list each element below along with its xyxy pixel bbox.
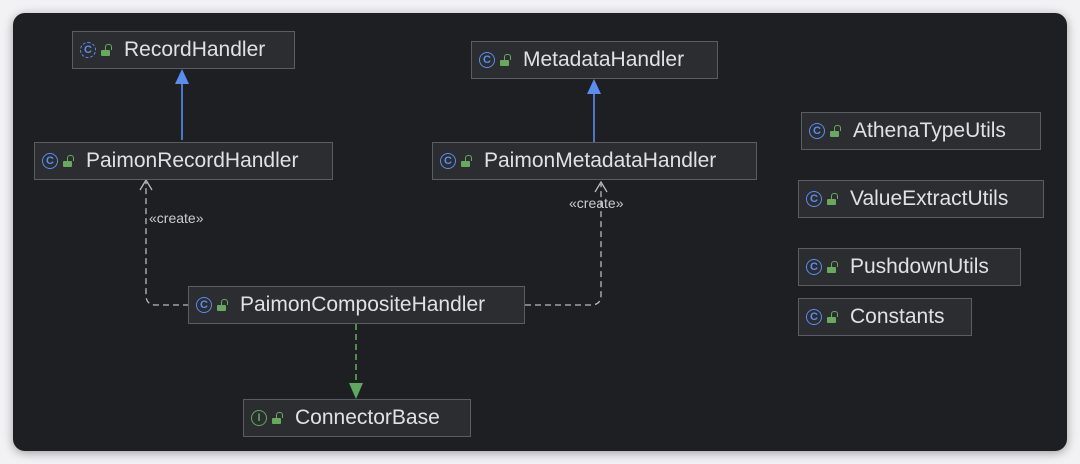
public-visibility-icon (500, 54, 511, 66)
public-visibility-icon (830, 125, 841, 137)
arrowhead-extends-record-handler (175, 69, 189, 84)
node-metadata-handler[interactable]: C MetadataHandler (471, 41, 718, 79)
create-label-left: «create» (149, 210, 204, 226)
node-constants[interactable]: C Constants (798, 298, 972, 336)
node-label: ConnectorBase (295, 406, 440, 429)
public-visibility-icon (827, 193, 838, 205)
node-value-extract-utils[interactable]: C ValueExtractUtils (798, 180, 1044, 218)
class-icon: C (806, 259, 822, 275)
node-athena-type-utils[interactable]: C AthenaTypeUtils (801, 112, 1041, 150)
node-paimon-metadata-handler[interactable]: C PaimonMetadataHandler (432, 142, 757, 180)
node-label: PaimonMetadataHandler (484, 149, 717, 172)
public-visibility-icon (101, 44, 112, 56)
arrowhead-implements-connector-base (349, 383, 363, 399)
class-icon: C (42, 153, 58, 169)
node-paimon-record-handler[interactable]: C PaimonRecordHandler (34, 142, 333, 180)
node-label: MetadataHandler (523, 48, 685, 71)
node-label: PushdownUtils (850, 255, 989, 278)
class-icon: C (809, 123, 825, 139)
interface-icon: I (251, 410, 267, 426)
node-connector-base[interactable]: I ConnectorBase (243, 399, 471, 437)
node-paimon-composite-handler[interactable]: C PaimonCompositeHandler (188, 286, 525, 324)
node-label: PaimonCompositeHandler (240, 293, 486, 316)
node-pushdown-utils[interactable]: C PushdownUtils (798, 248, 1021, 286)
node-label: Constants (850, 305, 945, 328)
node-record-handler[interactable]: C RecordHandler (72, 31, 295, 69)
node-label: AthenaTypeUtils (853, 119, 1006, 142)
public-visibility-icon (827, 311, 838, 323)
node-label: PaimonRecordHandler (86, 149, 299, 172)
arrowhead-create-record-handler (139, 178, 153, 191)
class-icon: C (479, 52, 495, 68)
diagram-canvas: «create» «create» C RecordHandler C Meta… (13, 13, 1067, 451)
edge-create-record-handler (145, 182, 189, 306)
edges-layer (139, 69, 608, 399)
node-label: RecordHandler (124, 38, 266, 61)
create-label-right: «create» (569, 195, 624, 211)
public-visibility-icon (272, 412, 283, 424)
class-icon: C (806, 191, 822, 207)
abstract-class-icon: C (80, 42, 96, 58)
public-visibility-icon (217, 299, 228, 311)
public-visibility-icon (461, 155, 472, 167)
class-icon: C (196, 297, 212, 313)
node-label: ValueExtractUtils (850, 187, 1009, 210)
arrowhead-extends-metadata-handler (587, 79, 601, 94)
class-icon: C (806, 309, 822, 325)
public-visibility-icon (63, 155, 74, 167)
edge-create-metadata-handler (525, 184, 602, 306)
public-visibility-icon (827, 261, 838, 273)
arrowhead-create-metadata-handler (594, 180, 608, 193)
class-icon: C (440, 153, 456, 169)
